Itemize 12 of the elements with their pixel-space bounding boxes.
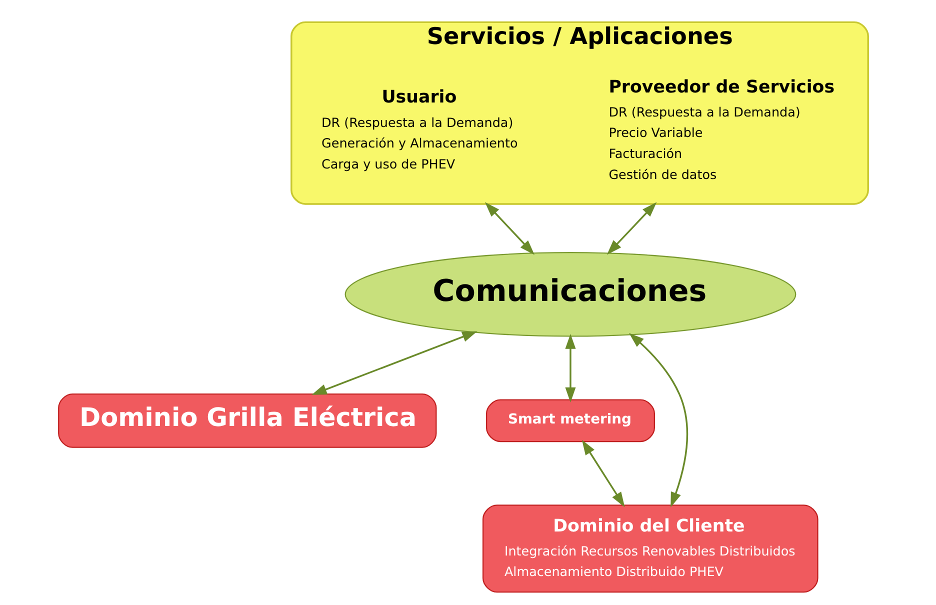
arrow bbox=[312, 331, 478, 395]
arrow bbox=[628, 333, 688, 508]
node-box: Dominio del Cliente Integración Recursos Renovables Distribuidos Almacenamiento Distribuido PHEV bbox=[482, 504, 818, 593]
node-ellipse: Comunicaciones bbox=[344, 252, 796, 337]
node-box: Smart metering bbox=[486, 399, 656, 442]
node-box: Dominio Grilla Eléctrica bbox=[58, 393, 437, 448]
arrow bbox=[582, 440, 625, 508]
node-text: Proveedor de Servicios DR (Respuesta a la Demanda) Precio Variable Facturación Gestión de datos bbox=[608, 77, 835, 183]
node-text: Usuario DR (Respuesta a la Demanda) Generación y Almacenamiento Carga y uso de PHEV bbox=[322, 88, 518, 172]
arrow bbox=[606, 202, 657, 255]
arrow bbox=[484, 202, 535, 255]
arrow bbox=[565, 334, 576, 402]
